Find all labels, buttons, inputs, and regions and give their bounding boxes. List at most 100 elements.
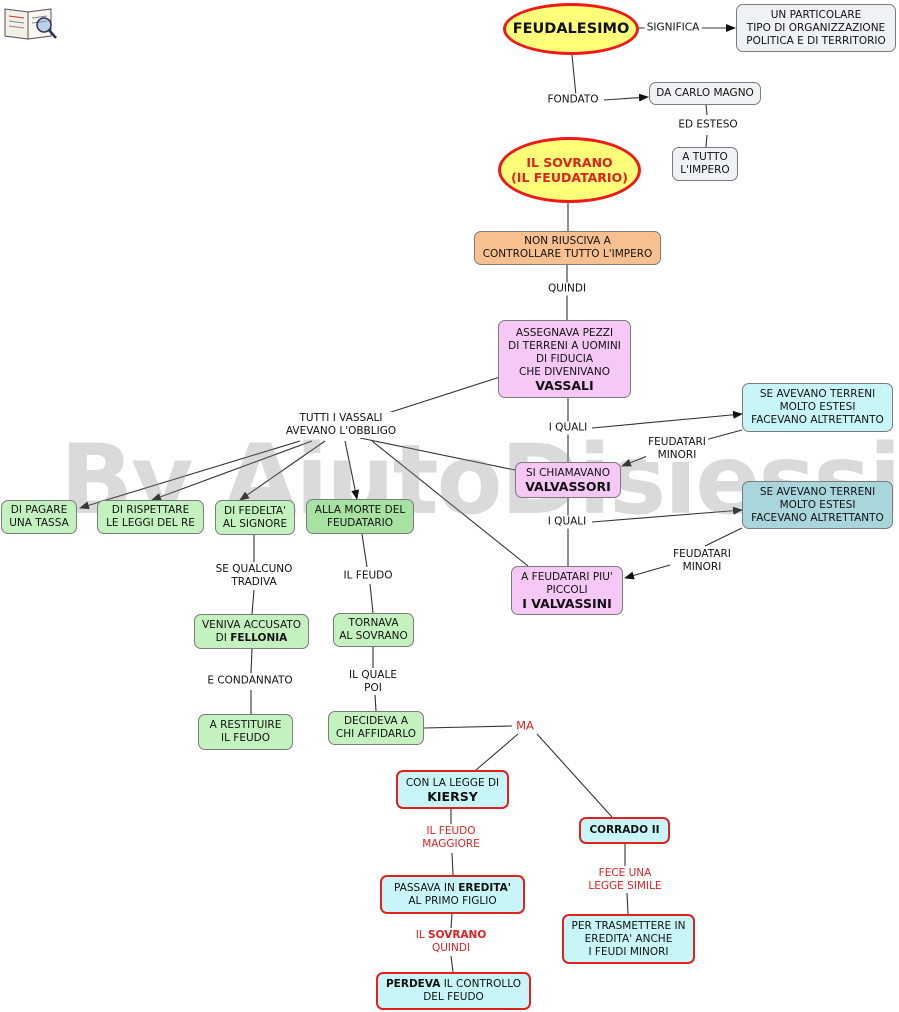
node-fellonia[interactable]: VENIVA ACCUSATO DI FELLONIA bbox=[194, 614, 309, 649]
line-carlo-esteso bbox=[705, 103, 708, 116]
node-decideva[interactable]: DECIDEVA A CHI AFFIDARLO bbox=[328, 711, 424, 745]
line-fece-trasm bbox=[626, 892, 629, 915]
label-line: SE QUALCUNO bbox=[215, 563, 293, 575]
node-assegnava[interactable]: ASSEGNAVA PEZZI DI TERRENI A UOMINI DI F… bbox=[498, 320, 631, 398]
node-bold-text: VASSALI bbox=[535, 377, 594, 393]
node-text: DI TERRENI A UOMINI bbox=[508, 339, 621, 352]
line-eredita-sovq bbox=[450, 913, 453, 929]
link-label-ma: MA bbox=[514, 718, 536, 733]
node-feudalesimo-label: FEUDALESIMO bbox=[512, 20, 630, 37]
line-terreni2-fm2 bbox=[704, 527, 743, 547]
node-text: A TUTTO bbox=[682, 151, 728, 163]
node-tipo-organizzazione[interactable]: UN PARTICOLARE TIPO DI ORGANIZZAZIONE PO… bbox=[736, 4, 896, 52]
label-line: AVEVANO L'OBBLIGO bbox=[285, 425, 397, 437]
line-tutti-valv bbox=[359, 437, 516, 471]
link-label-il-feudo: IL FEUDO bbox=[341, 569, 395, 583]
node-text: MOLTO ESTESI bbox=[779, 498, 856, 511]
node-bold-text: VALVASSORI bbox=[525, 479, 611, 494]
node-text: DI PAGARE bbox=[10, 504, 68, 516]
node-bold-text: PERDEVA bbox=[385, 978, 441, 990]
label-line: IL SOVRANO bbox=[416, 929, 487, 942]
node-impero[interactable]: A TUTTO L'IMPERO bbox=[672, 147, 738, 181]
node-text: CONTROLLARE TUTTO L'IMPERO bbox=[482, 248, 653, 260]
link-label-ed-esteso: ED ESTESO bbox=[676, 118, 740, 132]
label-line: MINORI bbox=[682, 561, 722, 573]
node-terreni-2[interactable]: SE AVEVANO TERRENI MOLTO ESTESI FACEVANO… bbox=[742, 481, 893, 529]
label-line: FEUDATARI bbox=[648, 436, 706, 448]
node-perdeva[interactable]: PERDEVA IL CONTROLLO DEL FEUDO bbox=[376, 972, 531, 1010]
node-terreni-1[interactable]: SE AVEVANO TERRENI MOLTO ESTESI FACEVANO… bbox=[742, 383, 893, 432]
line-tradiva-fellonia bbox=[251, 589, 255, 615]
line-fellonia-cond bbox=[250, 648, 253, 674]
node-text: AL SIGNORE bbox=[222, 517, 288, 530]
node-tassa[interactable]: DI PAGARE UNA TASSA bbox=[1, 500, 77, 534]
label-line: LEGGE SIMILE bbox=[588, 880, 662, 892]
line-iquali2-terreni2 bbox=[591, 506, 743, 523]
node-text: AL SOVRANO bbox=[339, 630, 408, 642]
node-text: PER TRASMETTERE IN bbox=[571, 919, 686, 932]
node-text: TIPO DI ORGANIZZAZIONE bbox=[746, 21, 886, 34]
line-ilfeudo-tornava bbox=[369, 583, 374, 614]
node-leggi[interactable]: DI RISPETTARE LE LEGGI DEL RE bbox=[97, 500, 204, 534]
label-line: IL QUALE bbox=[349, 669, 397, 681]
line-tutti-fedelta bbox=[239, 440, 326, 501]
label-line: TRADIVA bbox=[231, 576, 277, 588]
node-feudalesimo[interactable]: FEUDALESIMO bbox=[503, 3, 639, 55]
node-tornava[interactable]: TORNAVA AL SOVRANO bbox=[333, 613, 414, 647]
line-iquali1-terreni1 bbox=[591, 410, 743, 429]
line-decideva-ma bbox=[423, 725, 513, 729]
link-label-fondato: FONDATO bbox=[545, 93, 601, 107]
node-eredita[interactable]: PASSAVA IN EREDITA' AL PRIMO FIGLIO bbox=[380, 875, 525, 914]
node-text-line: DI FELLONIA bbox=[216, 632, 288, 645]
node-text: IL CONTROLLO bbox=[440, 978, 522, 990]
node-carlo-magno[interactable]: DA CARLO MAGNO bbox=[649, 82, 761, 105]
node-bold-text: KIERSY bbox=[427, 788, 478, 804]
node-text: AL PRIMO FIGLIO bbox=[408, 894, 497, 907]
line-sovq-perdeva bbox=[450, 955, 454, 973]
node-text: DI FEDELTA' bbox=[224, 504, 286, 517]
node-text: IL SOVRANO bbox=[526, 155, 613, 170]
node-valvassori[interactable]: SI CHIAMAVANO VALVASSORI bbox=[515, 462, 621, 498]
node-morte[interactable]: ALLA MORTE DEL FEUDATARIO bbox=[306, 499, 414, 534]
line-tutti-tassa bbox=[79, 440, 301, 510]
node-non-riusciva[interactable]: NON RIUSCIVA A CONTROLLARE TUTTO L'IMPER… bbox=[474, 231, 661, 265]
node-text: I FEUDI MINORI bbox=[588, 945, 669, 958]
node-text-line: PASSAVA IN EREDITA' bbox=[394, 882, 511, 895]
link-label-feudo-maggiore: IL FEUDO MAGGIORE bbox=[420, 825, 482, 851]
node-sovrano[interactable]: IL SOVRANO (IL FEUDATARIO) bbox=[498, 137, 641, 203]
link-label-qualcuno-tradiva: SE QUALCUNO TRADIVA bbox=[213, 563, 295, 589]
line-esteso-impero bbox=[705, 134, 708, 148]
node-text: POLITICA E DI TERRITORIO bbox=[746, 34, 886, 47]
node-bold-text: I VALVASSINI bbox=[522, 596, 612, 611]
node-trasmettere[interactable]: PER TRASMETTERE IN EREDITA' ANCHE I FEUD… bbox=[562, 914, 695, 964]
label-line: POI bbox=[364, 682, 382, 694]
line-ilquale-decideva bbox=[374, 694, 377, 712]
line-tutti-valvassini bbox=[371, 440, 529, 567]
node-text: TORNAVA bbox=[348, 617, 399, 629]
node-kiersy[interactable]: CON LA LEGGE DI KIERSY bbox=[396, 770, 509, 809]
node-fedelta[interactable]: DI FEDELTA' AL SIGNORE bbox=[215, 500, 295, 535]
node-text: CHE DIVENIVANO bbox=[519, 365, 610, 378]
node-text-line: PERDEVA IL CONTROLLO bbox=[386, 978, 521, 991]
line-fondato-carlo bbox=[603, 93, 649, 102]
link-label-fece-legge: FECE UNA LEGGE SIMILE bbox=[586, 867, 664, 893]
label-line: MINORI bbox=[657, 449, 697, 461]
node-restituire[interactable]: A RESTITUIRE IL FEUDO bbox=[198, 714, 293, 750]
node-text: FACEVANO ALTRETTANTO bbox=[751, 511, 884, 524]
node-text: PASSAVA IN bbox=[394, 881, 459, 894]
node-bold-text: EREDITA' bbox=[458, 881, 511, 894]
node-text: SI CHIAMAVANO bbox=[526, 467, 610, 479]
link-label-i-quali-2: I QUALI bbox=[545, 515, 589, 529]
line-fm1-valv bbox=[621, 454, 651, 467]
node-text: ALLA MORTE DEL bbox=[314, 503, 406, 516]
label-line: MAGGIORE bbox=[422, 838, 480, 850]
node-corrado[interactable]: CORRADO II bbox=[579, 817, 670, 844]
line-tutti-leggi bbox=[151, 440, 313, 501]
label-line: FEUDATARI bbox=[673, 548, 731, 560]
node-text: CHI AFFIDARLO bbox=[335, 728, 417, 740]
node-text: UNA TASSA bbox=[9, 517, 69, 529]
node-valvassini[interactable]: A FEUDATARI PIU' PICCOLI I VALVASSINI bbox=[511, 566, 623, 615]
label-line: QUINDI bbox=[431, 942, 471, 954]
node-text: FEUDATARIO bbox=[326, 516, 394, 529]
